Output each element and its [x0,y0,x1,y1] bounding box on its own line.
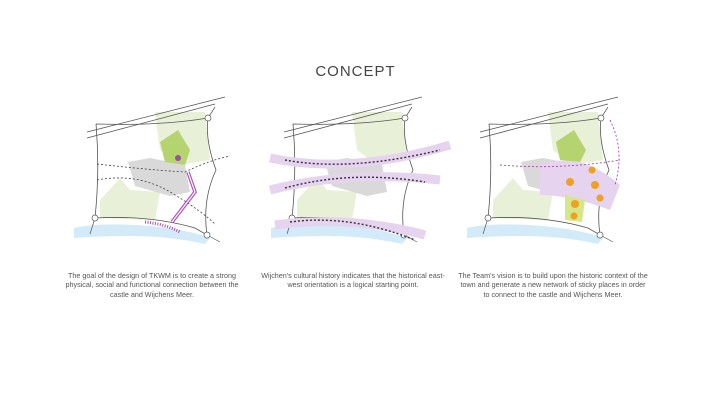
caption-panel-3: The Team's vision is to build upon the h… [458,271,648,299]
caption-panel-1: The goal of the design of TKWM is to cre… [65,271,239,299]
map-panel-3 [466,96,621,245]
page-title: CONCEPT [315,63,396,80]
map-panel-2 [268,96,452,245]
caption-panel-2: Wijchen's cultural history indicates tha… [261,271,445,290]
map-panel-1 [73,96,231,245]
